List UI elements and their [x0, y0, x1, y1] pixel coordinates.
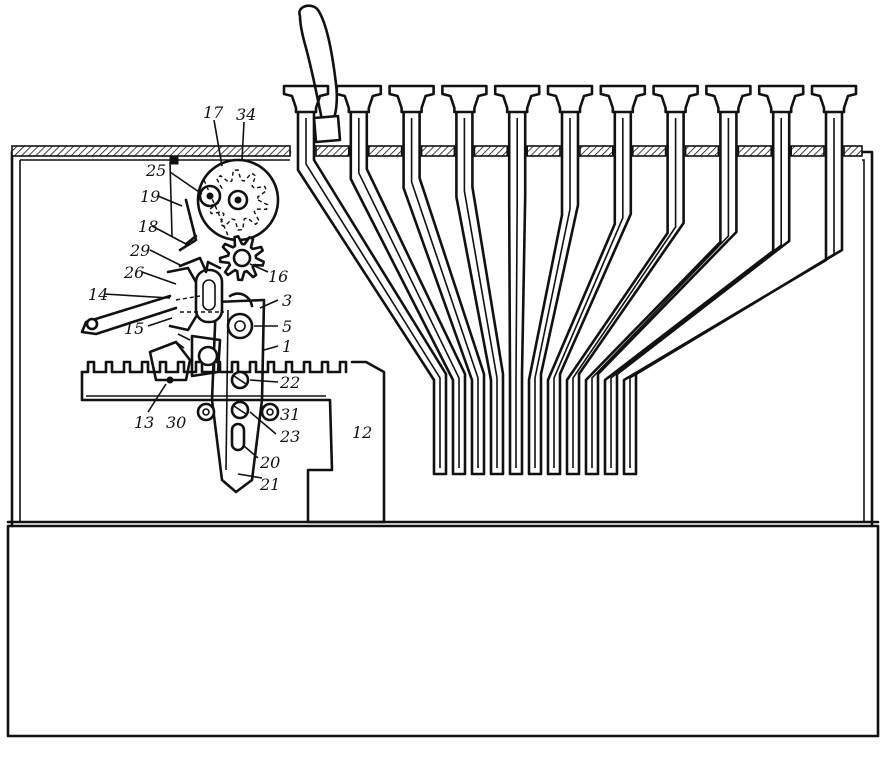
label-1: 1 — [282, 337, 292, 356]
key-2 — [335, 84, 467, 476]
leader-lines — [103, 119, 279, 479]
label-23: 23 — [279, 427, 300, 446]
gear-25 — [198, 184, 222, 208]
key-7 — [546, 84, 647, 476]
slot-20 — [230, 422, 246, 452]
gear-16 — [218, 235, 265, 282]
operating-handle — [298, 4, 342, 144]
label-3: 3 — [282, 291, 292, 310]
label-30: 30 — [166, 413, 186, 432]
label-22: 22 — [279, 373, 300, 392]
pin-31 — [260, 402, 280, 422]
key-3 — [388, 84, 486, 476]
label-18: 18 — [138, 217, 158, 236]
reference-numerals: 17 34 25 19 18 29 26 14 15 16 3 5 1 22 1… — [88, 103, 372, 494]
label-14: 14 — [88, 285, 108, 304]
pawl-assembly — [80, 155, 254, 384]
keyboard-levers — [282, 84, 858, 476]
label-21: 21 — [259, 475, 280, 494]
label-13: 13 — [134, 413, 154, 432]
key-9 — [584, 84, 752, 476]
key-4 — [441, 84, 505, 476]
label-20: 20 — [259, 453, 280, 472]
key-6 — [527, 84, 594, 476]
label-5: 5 — [282, 317, 292, 336]
key-guide-plate — [11, 145, 863, 157]
label-25: 25 — [145, 161, 166, 180]
key-5 — [493, 84, 541, 476]
label-26: 26 — [123, 263, 144, 282]
label-16: 16 — [268, 267, 288, 286]
key-11 — [622, 84, 858, 476]
label-17: 17 — [203, 103, 224, 122]
label-29: 29 — [129, 241, 150, 260]
key-10 — [603, 84, 805, 476]
label-19: 19 — [140, 187, 160, 206]
key-1 — [282, 84, 448, 476]
label-15: 15 — [124, 319, 144, 338]
pin-30 — [196, 402, 216, 422]
label-34: 34 — [236, 105, 256, 124]
label-12: 12 — [352, 423, 372, 442]
key-8 — [565, 84, 699, 476]
machine-housing — [6, 150, 880, 738]
label-31: 31 — [280, 405, 300, 424]
